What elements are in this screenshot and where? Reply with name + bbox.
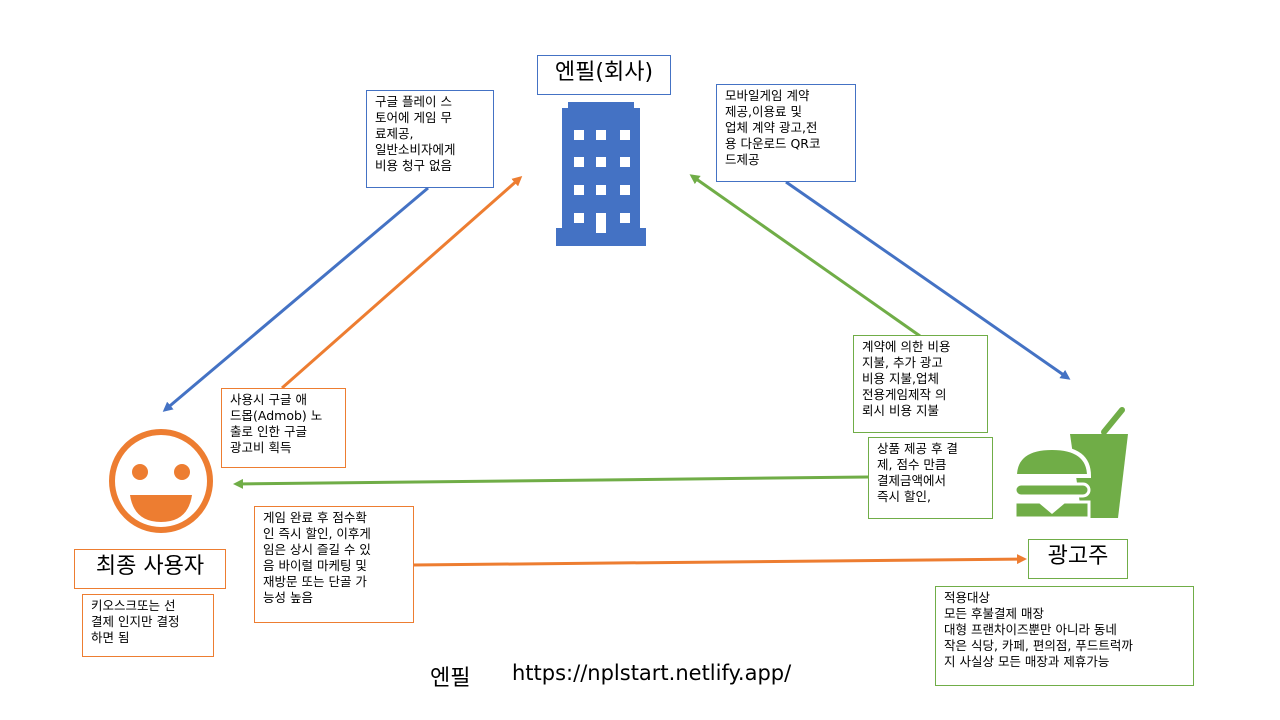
note-end-user: 키오스크또는 선 결제 인지만 결정 하면 됨 [82,594,214,657]
note-advertiser-to-company: 계약에 의한 비용 지불, 추가 광고 비용 지불,업체 전용게임제작 의 뢰시… [853,335,988,433]
end-user-label: 최종 사용자 [74,549,226,589]
note-company-to-advertiser: 모바일게임 계약 제공,이용료 및 업체 계약 광고,전 용 다운로드 QR코 … [716,84,856,182]
smiley-face-icon [109,429,213,533]
note-advertiser-to-user: 상품 제공 후 결 제, 점수 만큼 결제금액에서 즉시 할인, [868,437,993,519]
footer-url[interactable]: https://nplstart.netlify.app/ [512,661,792,685]
footer-brand: 엔필 [430,666,471,691]
arrow-company-to-user [162,186,429,412]
note-user-to-company: 사용시 구글 애 드몹(Admob) 노 출로 인한 구글 광고비 획득 [221,388,346,468]
arrow-user-to-advertiser [412,554,1027,567]
arrow-company-to-advertiser [785,180,1071,380]
arrow-advertiser-to-user [233,475,869,489]
arrow-advertiser-to-company [689,174,921,338]
burger-drink-icon [1012,407,1128,520]
advertiser-label: 광고주 [1028,539,1128,579]
arrow-user-to-company [281,176,523,390]
building-icon [556,102,646,246]
note-company-to-user: 구글 플레이 스 토어에 게임 무 료제공, 일반소비자에게 비용 청구 없음 [366,90,494,188]
company-label: 엔필(회사) [537,55,671,95]
note-advertiser: 적용대상 모든 후불결제 매장 대형 프랜차이즈뿐만 아니라 동네 작은 식당,… [935,586,1194,686]
note-user-to-advertiser: 게임 완료 후 점수확 인 즉시 할인, 이후게 임은 상시 즐길 수 있 음 … [254,506,414,623]
